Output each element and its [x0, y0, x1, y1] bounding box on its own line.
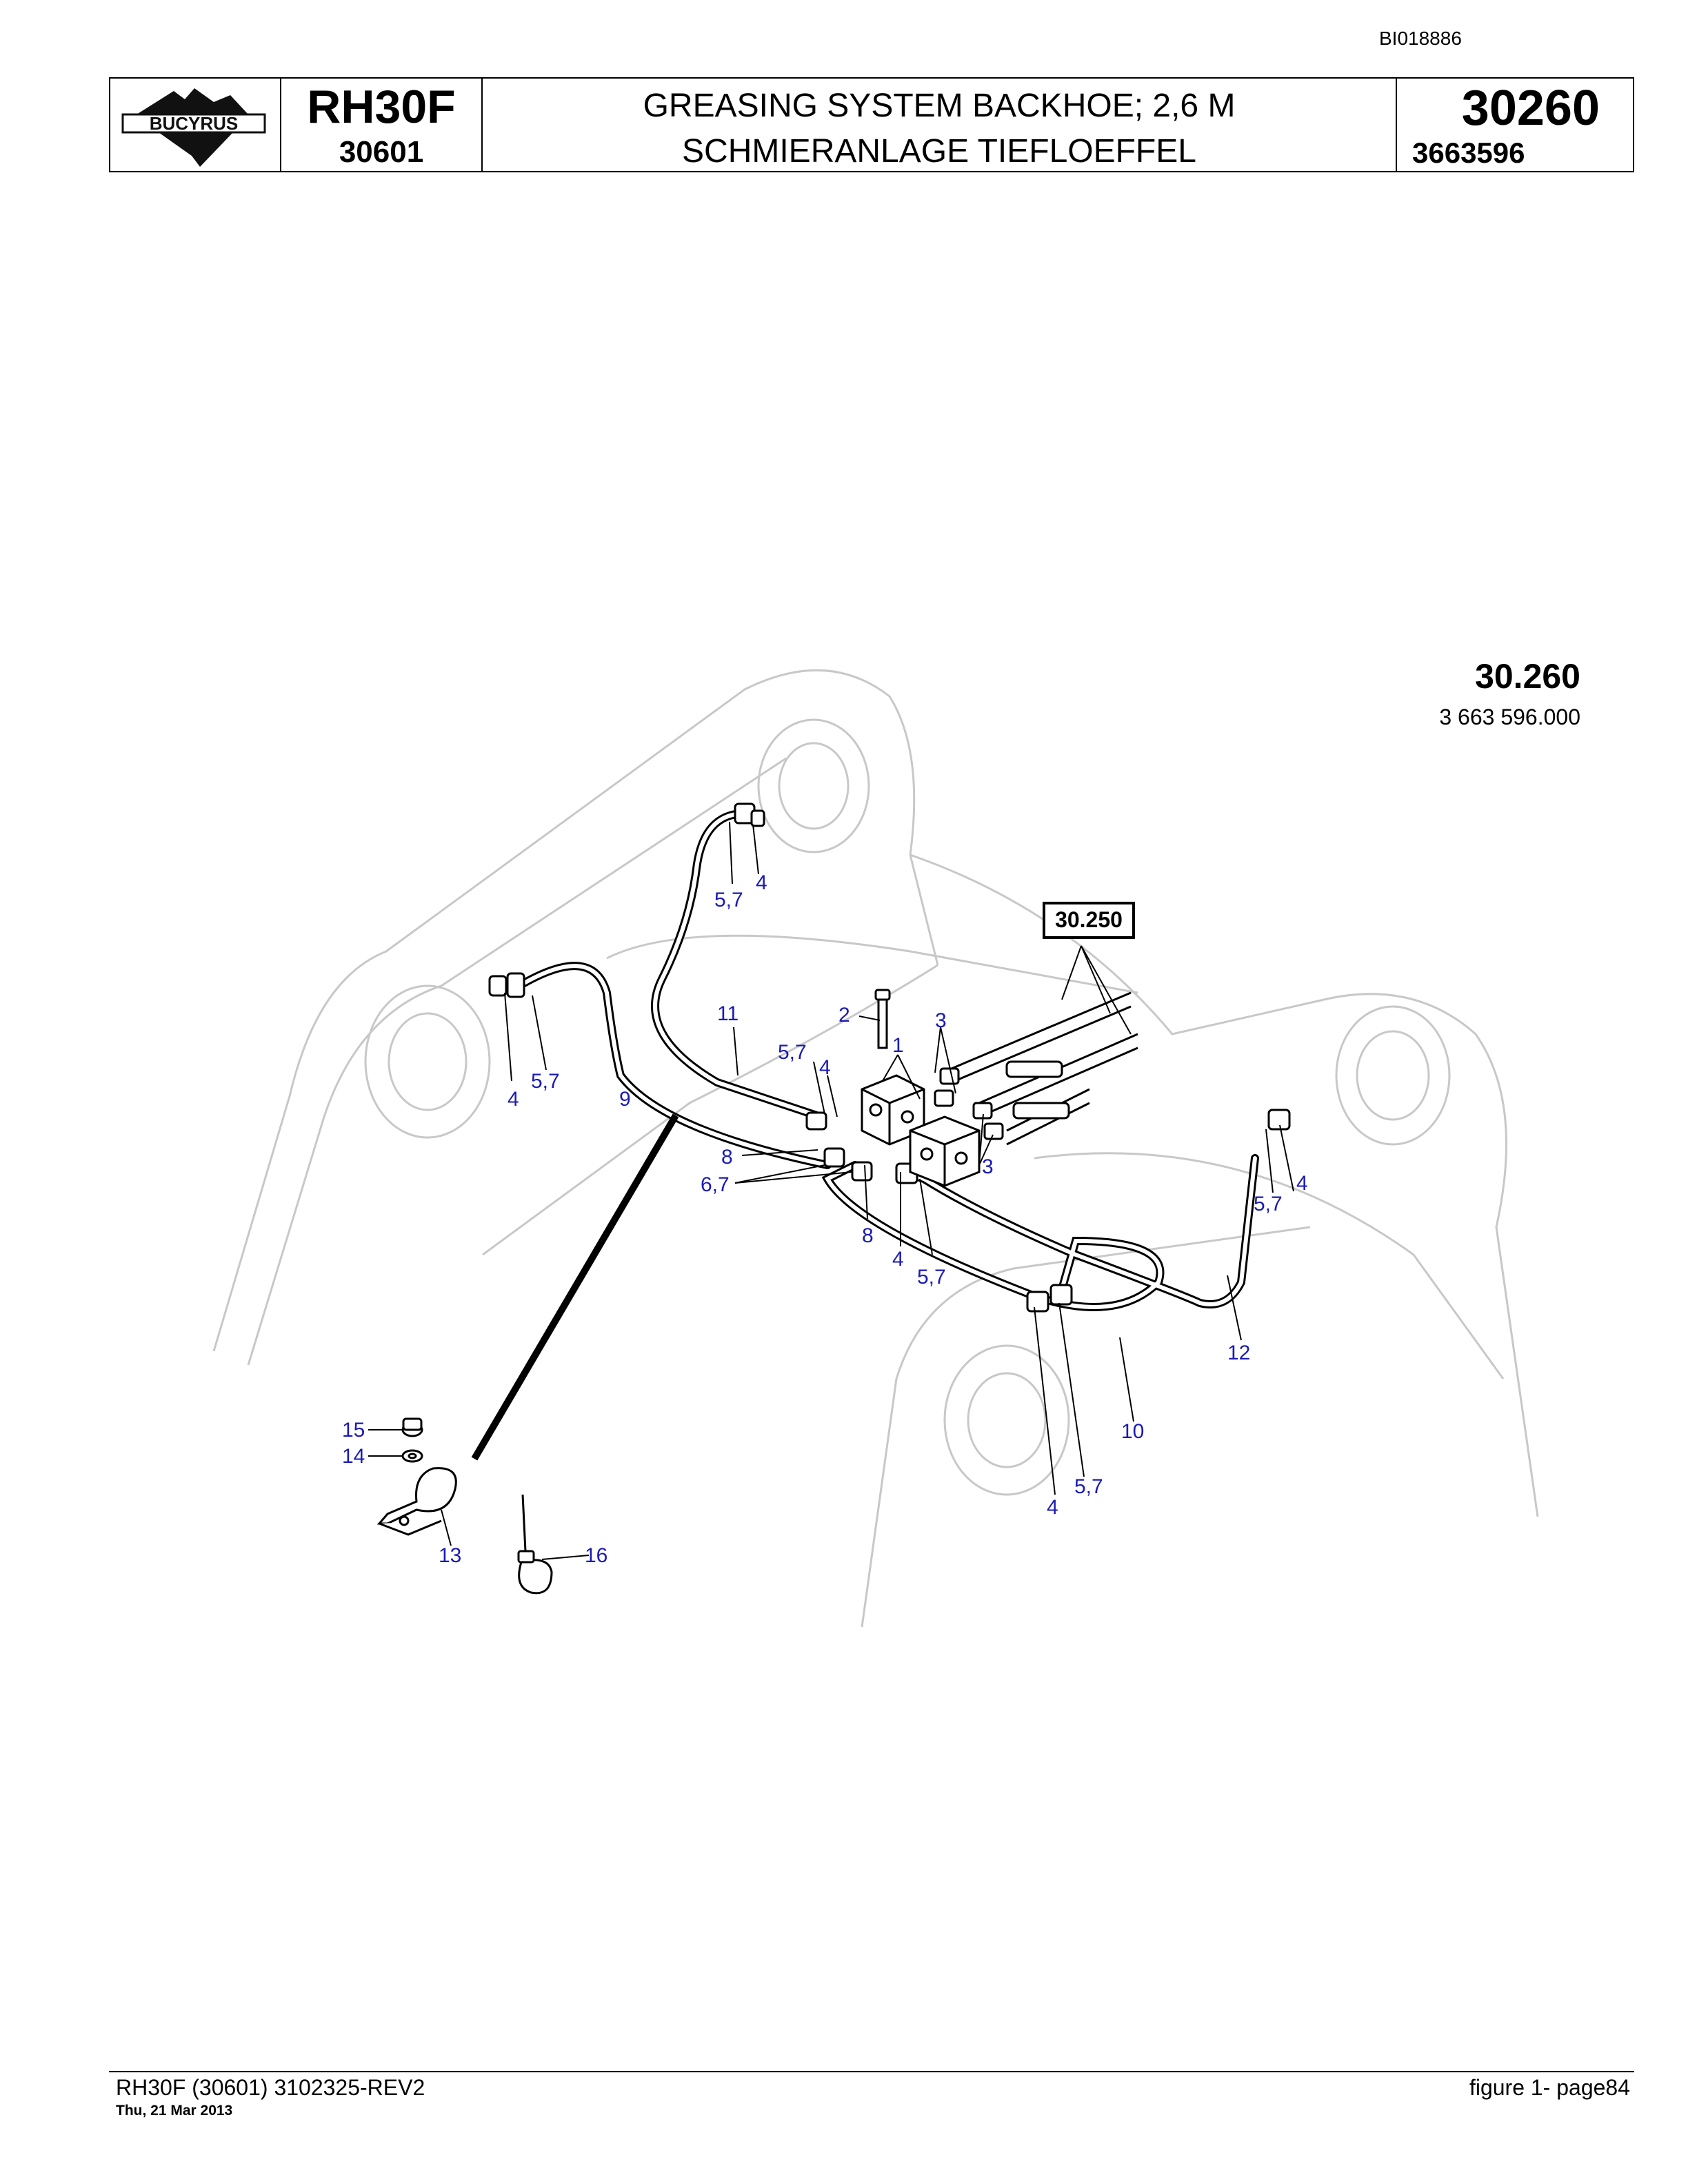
header-table: BUCYRUS RH30F 30601 GREASING SYSTEM BACK… — [109, 77, 1634, 172]
document-reference: BI018886 — [1379, 28, 1462, 49]
brand-text: BUCYRUS — [150, 113, 239, 134]
hoses-inner — [522, 811, 1257, 1309]
callout-label: 1 — [892, 1034, 904, 1057]
clamp-assembly — [376, 1417, 457, 1536]
distributor-blocks — [861, 1074, 981, 1187]
bucyrus-logo: BUCYRUS — [121, 88, 266, 167]
model-name: RH30F — [307, 81, 456, 133]
footer-date: Thu, 21 Mar 2013 — [116, 2103, 233, 2119]
callout-label: 15 — [342, 1419, 365, 1442]
callout-label: 14 — [342, 1445, 365, 1468]
reference-box — [1043, 902, 1135, 939]
callout-label: 5,7 — [778, 1041, 807, 1064]
callout-label: 13 — [439, 1544, 461, 1567]
footer-divider — [109, 2071, 1634, 2072]
callout-label: 4 — [1296, 1172, 1308, 1195]
model-serial: 30601 — [339, 135, 424, 169]
reference-box-label: 30.250 — [1055, 907, 1123, 932]
title-german: SCHMIERANLAGE TIEFLOEFFEL — [682, 133, 1196, 170]
callout-label: 4 — [508, 1088, 519, 1111]
callout-label: 2 — [838, 1004, 850, 1027]
callout-label: 4 — [819, 1056, 831, 1079]
callout-label: 4 — [892, 1248, 904, 1271]
boom-outline — [212, 669, 1539, 1628]
callout-label: 5,7 — [1254, 1193, 1283, 1215]
footer-document-id: RH30F (30601) 3102325-REV2 — [116, 2075, 425, 2100]
callout-label: 3 — [935, 1009, 947, 1032]
fittings — [488, 802, 1291, 1313]
callout-label: 4 — [756, 871, 767, 894]
part-number: 3663596 — [1412, 136, 1525, 169]
callout-label: 9 — [619, 1088, 631, 1111]
callout-label: 10 — [1121, 1420, 1144, 1443]
leader-lines — [368, 821, 1294, 1560]
callout-label: 5,7 — [714, 889, 743, 911]
callout-label: 5,7 — [531, 1070, 560, 1093]
callout-label: 5,7 — [1074, 1475, 1103, 1498]
footer-page: figure 1- page84 — [1469, 2075, 1630, 2100]
title-english: GREASING SYSTEM BACKHOE; 2,6 M — [643, 88, 1236, 124]
callout-label: 6,7 — [701, 1173, 730, 1196]
callout-label: 11 — [717, 1002, 738, 1025]
callout-label: 8 — [721, 1146, 733, 1169]
figure-part-number: 3 663 596.000 — [1439, 705, 1580, 729]
title-cell: GREASING SYSTEM BACKHOE; 2,6 M SCHMIERAN… — [483, 79, 1397, 171]
callout-label: 12 — [1227, 1342, 1250, 1364]
callout-label: 3 — [982, 1155, 994, 1178]
hoses — [520, 809, 1259, 1311]
bolt — [874, 989, 891, 1049]
callout-label: 5,7 — [917, 1266, 946, 1288]
callout-label: 4 — [1047, 1496, 1058, 1519]
callout-label: 16 — [585, 1544, 607, 1567]
model-cell: RH30F 30601 — [281, 79, 483, 171]
callout-label: 8 — [862, 1224, 874, 1247]
cable-tie — [517, 1494, 553, 1595]
number-cell: 30260 3663596 — [1397, 79, 1633, 171]
callouts: 5,7 4 11 2 1 3 5,7 4 9 8 6,7 4 5,7 3 8 4… — [342, 871, 1308, 1567]
detail-pointer — [471, 1113, 679, 1461]
logo-cell: BUCYRUS — [110, 79, 281, 171]
figure-number: 30.260 — [1475, 657, 1580, 696]
group-number: 30260 — [1461, 81, 1600, 136]
